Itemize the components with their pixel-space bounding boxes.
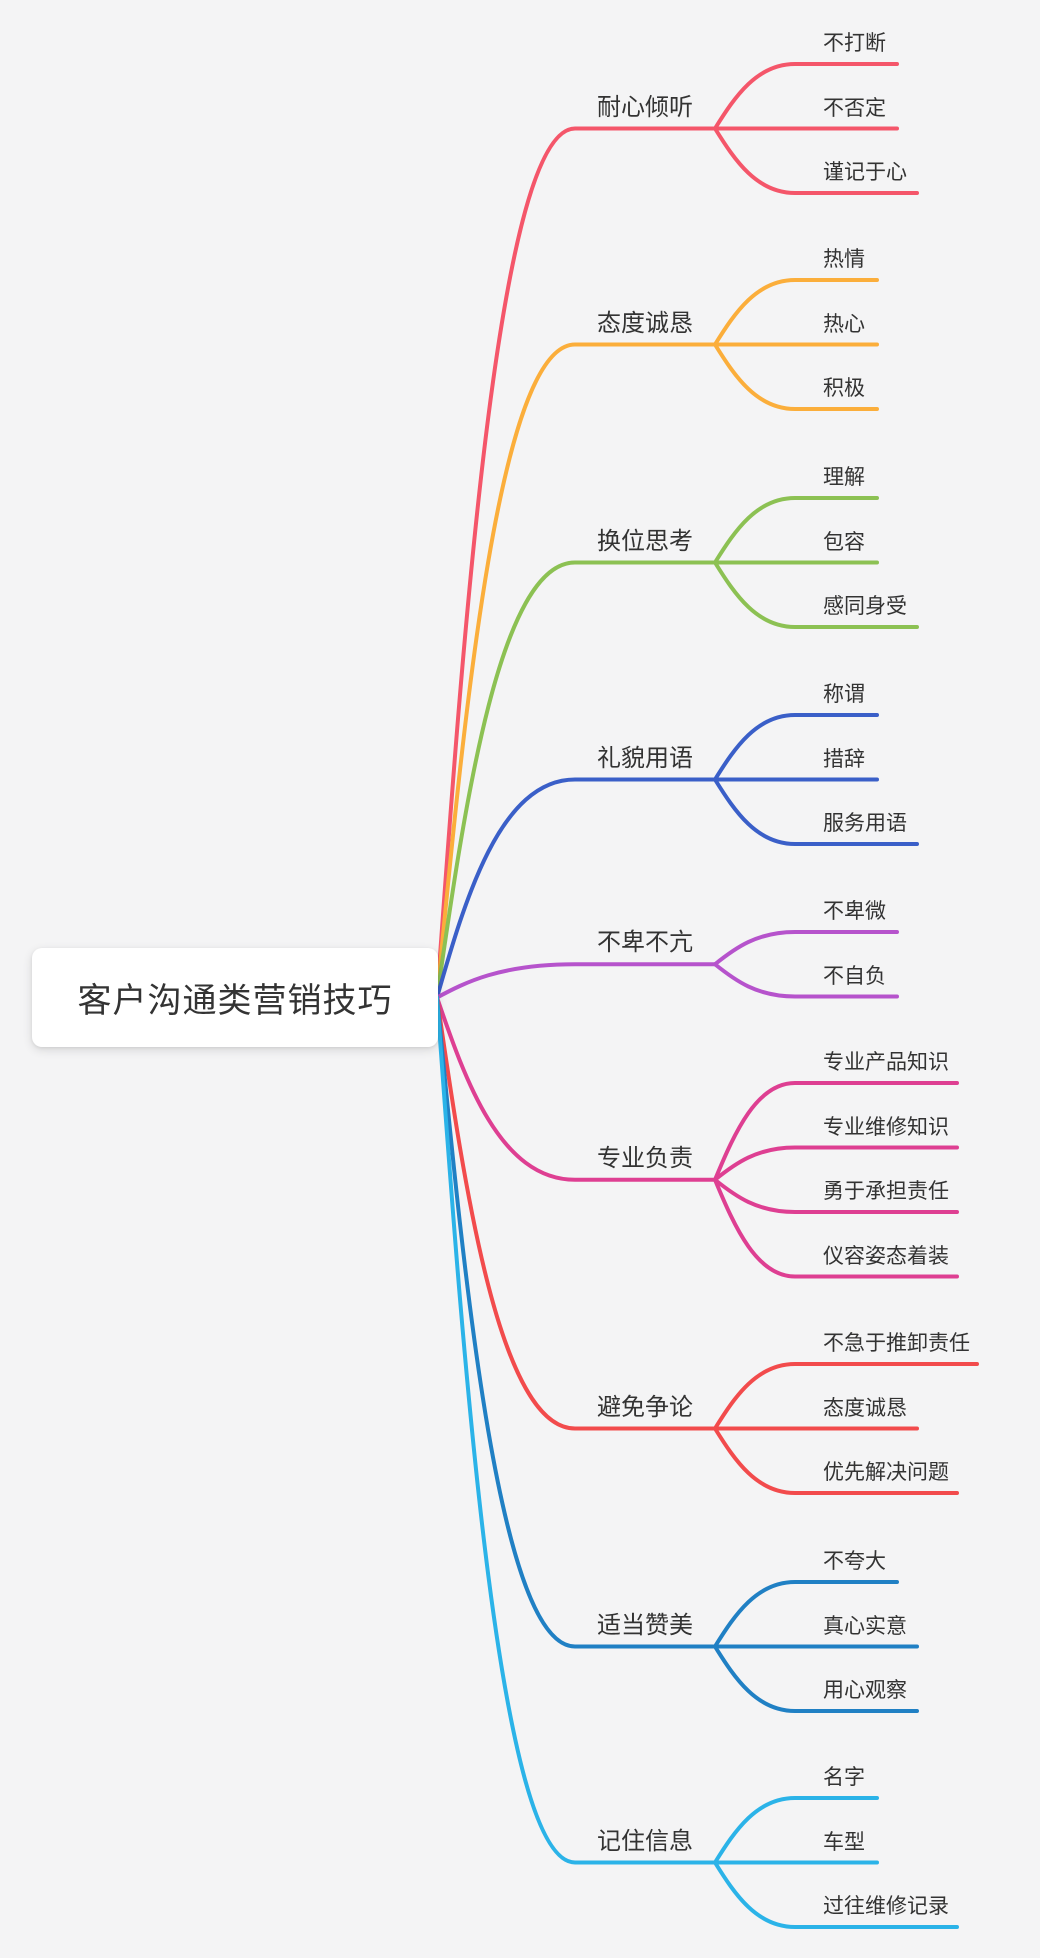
branch-8-child-1-label[interactable]: 不夸大 bbox=[823, 1550, 886, 1573]
branch-8-connector bbox=[435, 995, 717, 1649]
branch-1-label[interactable]: 耐心倾听 bbox=[597, 93, 693, 121]
branch-9-child-1-connector bbox=[713, 1796, 879, 1865]
root-node-label: 客户沟通类营销技巧 bbox=[77, 982, 393, 1020]
branch-9-child-3-label[interactable]: 过往维修记录 bbox=[823, 1895, 949, 1918]
branch-4-connector bbox=[435, 777, 717, 1000]
branch-5-child-1-connector bbox=[713, 930, 899, 967]
branch-6-child-3-connector bbox=[713, 1177, 959, 1214]
branch-9-child-1-label[interactable]: 名字 bbox=[823, 1766, 865, 1789]
branch-4-child-1-connector bbox=[713, 713, 879, 782]
branch-6-child-3-label[interactable]: 勇于承担责任 bbox=[823, 1180, 949, 1203]
branch-9-label[interactable]: 记住信息 bbox=[597, 1827, 693, 1855]
branch-5-label[interactable]: 不卑不亢 bbox=[597, 929, 693, 957]
branch-5-child-1-label[interactable]: 不卑微 bbox=[823, 900, 886, 923]
branch-1-connector bbox=[435, 126, 717, 1000]
branch-7-label[interactable]: 避免争论 bbox=[597, 1393, 693, 1421]
branch-3-label[interactable]: 换位思考 bbox=[597, 527, 693, 555]
branch-8-label[interactable]: 适当赞美 bbox=[597, 1611, 693, 1639]
branch-7-child-2-label[interactable]: 态度诚恳 bbox=[823, 1396, 907, 1420]
branch-4-child-3-connector bbox=[713, 777, 919, 846]
branch-6-child-4-label[interactable]: 仪容姿态着装 bbox=[823, 1244, 949, 1268]
branch-3-child-1-label[interactable]: 理解 bbox=[823, 466, 865, 489]
branch-5-connector bbox=[435, 962, 717, 1000]
branch-6-connector bbox=[435, 995, 717, 1182]
branch-8-child-3-label[interactable]: 用心观察 bbox=[823, 1679, 907, 1702]
branch-6-child-4-connector bbox=[713, 1177, 959, 1279]
branch-9-child-3-connector bbox=[713, 1860, 959, 1929]
branch-5-child-2-label[interactable]: 不自负 bbox=[823, 964, 886, 988]
branch-6-child-2-connector bbox=[713, 1145, 959, 1182]
branch-4-label[interactable]: 礼貌用语 bbox=[597, 744, 693, 772]
branch-1-child-3-connector bbox=[713, 126, 919, 195]
branch-7-child-1-connector bbox=[713, 1362, 979, 1431]
branch-2-child-2-label[interactable]: 热心 bbox=[823, 312, 865, 336]
branch-1-child-3-label[interactable]: 谨记于心 bbox=[823, 161, 907, 184]
branch-3-connector bbox=[435, 560, 717, 1000]
branch-8-child-1-connector bbox=[713, 1580, 899, 1649]
branch-3-child-3-connector bbox=[713, 560, 919, 629]
branch-1-child-2-label[interactable]: 不否定 bbox=[823, 96, 886, 120]
branch-1-child-1-label[interactable]: 不打断 bbox=[823, 32, 886, 55]
branch-2-child-1-connector bbox=[713, 278, 879, 347]
branch-2-connector bbox=[435, 342, 717, 1000]
branch-5-child-2-connector bbox=[713, 962, 899, 999]
branch-3-child-2-label[interactable]: 包容 bbox=[823, 530, 865, 554]
branch-8-child-3-connector bbox=[713, 1644, 919, 1713]
branch-6-label[interactable]: 专业负责 bbox=[597, 1144, 693, 1172]
branch-4-child-2-label[interactable]: 措辞 bbox=[823, 747, 865, 771]
branch-2-child-3-label[interactable]: 积极 bbox=[823, 377, 865, 400]
branch-4-child-1-label[interactable]: 称谓 bbox=[823, 683, 865, 706]
branch-7-child-3-label[interactable]: 优先解决问题 bbox=[823, 1461, 949, 1484]
branch-1-child-1-connector bbox=[713, 62, 899, 131]
root-node[interactable]: 客户沟通类营销技巧 bbox=[32, 948, 438, 1047]
branch-7-child-1-label[interactable]: 不急于推卸责任 bbox=[823, 1332, 970, 1355]
branch-7-connector bbox=[435, 995, 717, 1431]
branch-2-child-1-label[interactable]: 热情 bbox=[823, 248, 865, 271]
branch-9-child-2-label[interactable]: 车型 bbox=[823, 1830, 865, 1854]
branch-6-child-1-label[interactable]: 专业产品知识 bbox=[823, 1051, 949, 1074]
branch-2-label[interactable]: 态度诚恳 bbox=[597, 309, 693, 337]
branch-3-child-3-label[interactable]: 感同身受 bbox=[823, 595, 907, 618]
branch-4-child-3-label[interactable]: 服务用语 bbox=[823, 812, 907, 835]
branch-6-child-1-connector bbox=[713, 1081, 959, 1182]
branch-6-child-2-label[interactable]: 专业维修知识 bbox=[823, 1115, 949, 1139]
branch-7-child-3-connector bbox=[713, 1426, 959, 1495]
branch-3-child-1-connector bbox=[713, 496, 879, 565]
branch-2-child-3-connector bbox=[713, 342, 879, 411]
branch-8-child-2-label[interactable]: 真心实意 bbox=[823, 1614, 907, 1638]
branch-9-connector bbox=[435, 995, 717, 1865]
